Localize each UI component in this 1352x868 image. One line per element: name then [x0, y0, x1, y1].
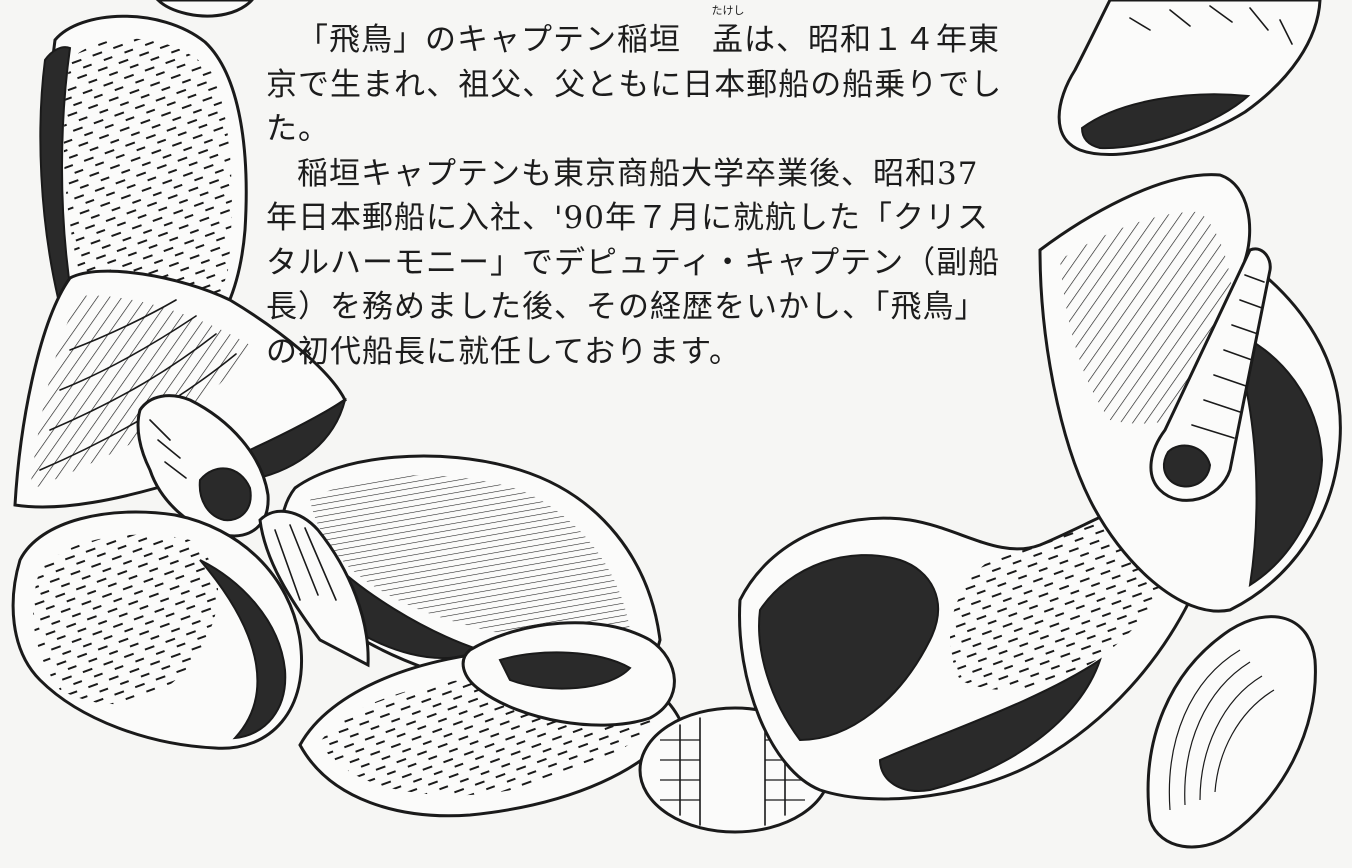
small-snail-shell — [136, 394, 270, 538]
shell-top-left-fragment — [155, 0, 254, 18]
mussel-shell-bottom-right — [1146, 615, 1317, 849]
cockle-shell-bottom-left — [11, 510, 303, 750]
name-kanji: 孟 — [712, 22, 744, 58]
ribbed-shell-left — [39, 14, 248, 342]
paragraph-1: 「飛鳥」のキャプテン稲垣たけし孟は、昭和１４年東京で生まれ、祖父、父ともに日本郵… — [266, 5, 1008, 152]
paragraph-1-before-name: 「飛鳥」のキャプテン稲垣 — [297, 22, 681, 58]
cone-shell-top-right — [1057, 0, 1322, 156]
auger-shell-right — [1149, 247, 1272, 502]
name-with-furigana: たけし孟 — [681, 5, 745, 63]
paragraph-2: 稲垣キャプテンも東京商船大学卒業後、昭和37年日本郵船に入社、'90年７月に就航… — [266, 155, 1001, 370]
article-text: 「飛鳥」のキャプテン稲垣たけし孟は、昭和１４年東京で生まれ、祖父、父ともに日本郵… — [266, 5, 1008, 374]
furigana: たけし — [711, 4, 745, 17]
whelk-shell-center — [461, 621, 676, 727]
paragraph-1-after-name: は、昭和１４年東京で生まれ、祖父、父ともに日本郵船の船乗りでした。 — [266, 22, 1003, 147]
